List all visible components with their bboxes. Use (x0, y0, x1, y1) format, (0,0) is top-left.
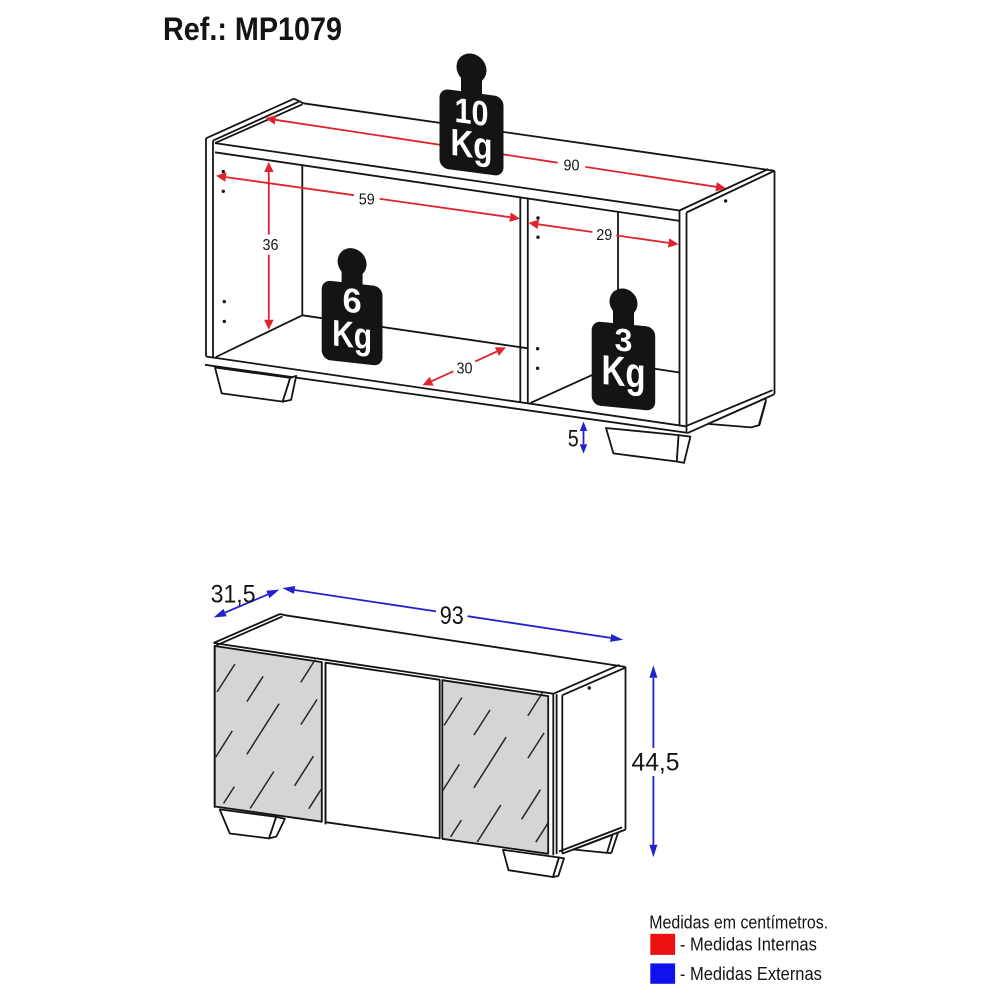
svg-text:10: 10 (455, 91, 489, 134)
svg-text:- Medidas Externas: - Medidas Externas (680, 964, 822, 984)
svg-text:Kg: Kg (332, 311, 372, 357)
svg-text:Kg: Kg (451, 121, 493, 169)
svg-text:5: 5 (568, 426, 579, 453)
svg-text:93: 93 (440, 602, 464, 630)
svg-text:29: 29 (596, 227, 612, 244)
svg-text:Medidas em centímetros.: Medidas em centímetros. (649, 912, 828, 932)
svg-text:6: 6 (343, 282, 362, 322)
svg-text:36: 36 (263, 237, 279, 254)
svg-text:90: 90 (564, 157, 580, 174)
svg-text:30: 30 (457, 360, 473, 377)
svg-text:3: 3 (615, 321, 633, 359)
svg-text:Kg: Kg (602, 346, 646, 397)
svg-text:31,5: 31,5 (211, 581, 256, 609)
svg-text:44,5: 44,5 (632, 749, 680, 777)
svg-text:59: 59 (359, 191, 375, 208)
svg-text:Ref.: MP1079: Ref.: MP1079 (163, 11, 342, 47)
svg-text:- Medidas Internas: - Medidas Internas (680, 935, 817, 955)
